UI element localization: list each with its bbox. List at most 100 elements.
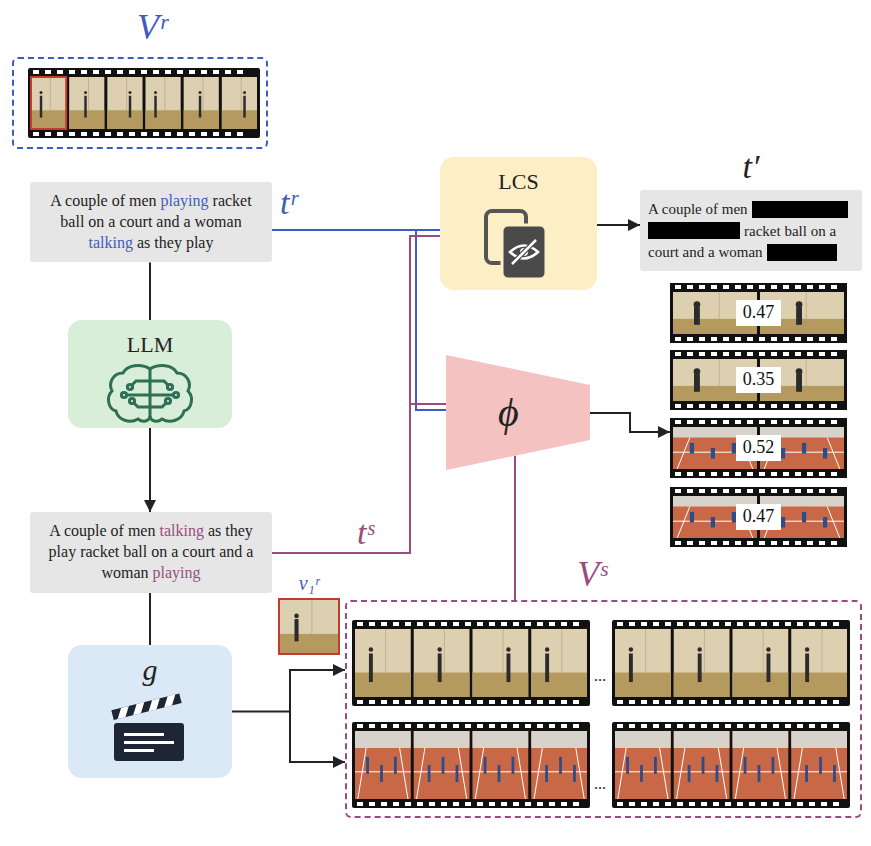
court-seam — [50, 77, 51, 110]
eye-slash — [512, 240, 536, 264]
caption-box: A couple of men playing racket ball on a… — [30, 182, 272, 262]
sprocket-hole — [687, 489, 693, 493]
player-figure — [698, 653, 702, 682]
court-seam — [561, 629, 562, 673]
sprocket-hole — [501, 724, 507, 728]
sprocket-hole — [653, 724, 659, 728]
court-wall — [355, 731, 411, 748]
player-head — [805, 647, 809, 651]
scored-frame: 0.47 — [670, 283, 847, 343]
sprocket-hole — [785, 724, 791, 728]
sprocket-hole — [699, 472, 705, 476]
caption-word: court — [182, 543, 219, 560]
sprocket-hole — [153, 132, 159, 136]
circuit-node — [121, 392, 126, 397]
sprocket-hole — [759, 420, 765, 424]
llm-title: LLM — [127, 332, 173, 357]
sprocket-hole — [675, 420, 681, 424]
sprocket-hole — [429, 802, 435, 806]
court-wall — [107, 77, 142, 129]
sprocket-hole — [761, 700, 767, 704]
doc-page — [502, 225, 546, 279]
sprocket-hole — [453, 700, 459, 704]
sprocket-hole — [561, 724, 567, 728]
sprocket-hole — [807, 541, 813, 545]
sprocket-hole — [723, 489, 729, 493]
court-line — [677, 507, 690, 539]
sprocket-hole — [831, 420, 837, 424]
sprocket-hole — [831, 489, 837, 493]
caption-word: couple — [65, 192, 112, 209]
sprocket-hole — [713, 724, 719, 728]
sprocket-hole — [723, 541, 729, 545]
eye-slash — [512, 240, 536, 264]
court-floor — [107, 110, 142, 129]
sprocket-hole — [831, 352, 837, 356]
clapper-bar — [111, 693, 181, 720]
sprocket-hole — [747, 489, 753, 493]
sprocket-hole — [165, 132, 171, 136]
court-seam — [821, 629, 822, 673]
sprocket-hole — [561, 622, 567, 626]
sprocket-hole — [549, 802, 555, 806]
caption-word: a — [171, 543, 182, 560]
sprocket-hole — [617, 802, 623, 806]
sprocket-hole — [165, 70, 171, 74]
connector — [149, 262, 151, 320]
sprocket-hole — [501, 622, 507, 626]
court-wall — [615, 629, 671, 697]
player-head — [629, 647, 633, 651]
court-seam — [126, 77, 127, 110]
clapper-stripe — [115, 706, 131, 719]
sprocket-hole — [711, 472, 717, 476]
player-head — [694, 301, 701, 308]
similarity-score: 0.52 — [736, 435, 782, 461]
sprocket-hole — [629, 700, 635, 704]
clapper-board — [114, 723, 184, 761]
player-figure — [694, 307, 700, 325]
court-line — [358, 748, 366, 799]
ellipsis-mark: ... — [594, 668, 606, 684]
film-strip — [612, 620, 850, 706]
branch-arrow — [290, 712, 345, 763]
ellipsis-mark: ... — [594, 776, 606, 792]
court-wall — [31, 77, 66, 129]
sprocket-hole — [381, 724, 387, 728]
court-wall — [146, 77, 181, 129]
sprocket-hole — [629, 622, 635, 626]
sprocket-hole — [747, 404, 753, 408]
sprocket-hole — [785, 622, 791, 626]
court-seam — [203, 77, 204, 110]
sprocket-hole — [807, 472, 813, 476]
player-figure — [366, 757, 369, 774]
sprocket-hole — [549, 622, 555, 626]
court-seam — [719, 359, 720, 386]
sprocket-hole — [833, 724, 839, 728]
sprocket-hole — [723, 352, 729, 356]
encoder-symbol: ϕ — [498, 389, 519, 436]
player-figure — [129, 96, 131, 118]
player-figure — [690, 443, 694, 454]
court-wall — [473, 629, 529, 697]
sprocket-hole — [699, 404, 705, 408]
sprocket-hole — [489, 724, 495, 728]
sprocket-hole — [429, 724, 435, 728]
sprocket-hole — [441, 622, 447, 626]
sprocket-hole — [807, 352, 813, 356]
sprocket-hole — [665, 724, 671, 728]
court-floor — [355, 673, 411, 697]
sprocket-hole — [723, 337, 729, 341]
masked-caption-box: t′A couple of men racket ball on a court… — [640, 190, 862, 271]
court-seam — [806, 292, 807, 319]
sprocket-hole — [405, 622, 411, 626]
sprocket-hole — [129, 70, 135, 74]
brain-icon — [109, 366, 192, 422]
sprocket-hole — [807, 489, 813, 493]
connector — [597, 224, 640, 226]
court-floor — [280, 634, 338, 653]
sprocket-hole — [797, 622, 803, 626]
sprocket-hole — [701, 802, 707, 806]
sprocket-hole — [201, 70, 207, 74]
sprocket-hole — [713, 700, 719, 704]
player-figure — [394, 757, 397, 774]
